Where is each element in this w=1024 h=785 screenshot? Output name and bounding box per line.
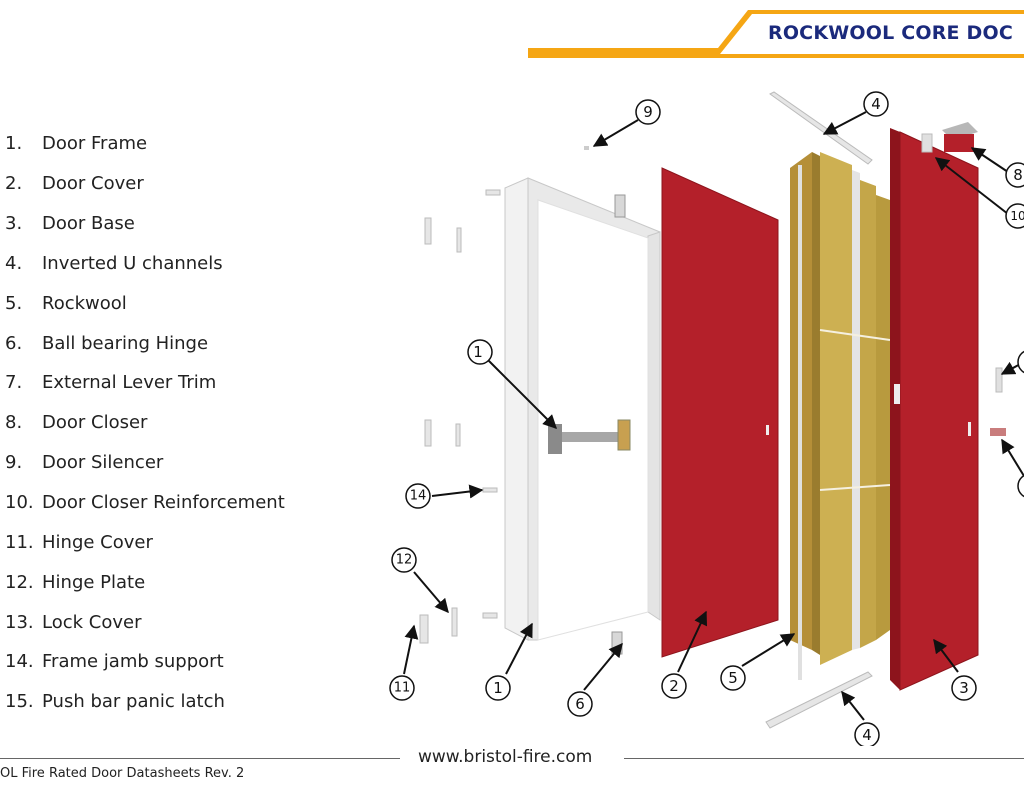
door-cover: [661, 167, 779, 658]
callout-9: [635, 99, 661, 125]
callout-2: [661, 673, 687, 699]
door-base: [890, 128, 979, 691]
footer-url[interactable]: www.bristol-fire.com: [418, 747, 593, 767]
list-item: 6.Ball bearing Hinge: [5, 332, 209, 354]
page-title: ROCKWOOL CORE DOC: [768, 22, 1014, 44]
callout-7: [1017, 350, 1024, 374]
callout-13: [1017, 474, 1024, 498]
callout-label: 2: [669, 677, 679, 695]
list-item: 10.Door Closer Reinforcement: [5, 492, 285, 514]
header-banner: [528, 10, 1024, 58]
callout-label: 10: [1010, 209, 1024, 223]
u-channel-top: [769, 91, 873, 165]
exploded-door-diagram: 9 4 8 10 1 14 12 11 1 6 2 5 3 4: [389, 91, 1024, 746]
list-item: 11.Hinge Cover: [5, 531, 153, 553]
list-item: 8.Door Closer: [5, 412, 148, 434]
footer-document-title: OL Fire Rated Door Datasheets Rev. 2: [0, 766, 245, 781]
callout-label: 1: [473, 343, 483, 361]
callout-label: 4: [871, 95, 881, 113]
callout-label: 1: [493, 679, 503, 697]
callout-1-top: [467, 339, 493, 365]
rockwool-core: [790, 152, 891, 680]
callout-label: 11: [394, 681, 411, 696]
callout-8: [1005, 162, 1024, 188]
list-item: 7.External Lever Trim: [5, 372, 217, 394]
callout-10: [1005, 203, 1024, 229]
callout-14: [405, 483, 431, 509]
list-item: 13.Lock Cover: [5, 611, 142, 633]
list-item: 14.Frame jamb support: [5, 651, 224, 673]
list-item: 2.Door Cover: [5, 173, 144, 195]
door-closer-reinforcement: [921, 133, 933, 153]
callout-6: [567, 691, 593, 717]
footer-divider-left: [0, 758, 400, 759]
callout-label: 12: [396, 553, 413, 568]
list-item: 12.Hinge Plate: [5, 571, 146, 593]
list-item: 3.Door Base: [5, 213, 135, 235]
push-bar-panic-latch: [548, 419, 631, 454]
callout-12: [391, 547, 417, 573]
callout-3: [951, 675, 977, 701]
callout-label: 6: [575, 695, 585, 713]
list-item: 4.Inverted U channels: [5, 252, 223, 274]
callout-label: 8: [1013, 166, 1023, 184]
list-item: 15.Push bar panic latch: [5, 691, 225, 713]
callout-1: [485, 675, 511, 701]
callout-label: 9: [643, 103, 653, 121]
callout-label: 3: [959, 679, 969, 697]
callout-4-top: [863, 91, 889, 117]
list-item: 9.Door Silencer: [5, 452, 164, 474]
footer-divider-right: [624, 758, 1024, 759]
door-frame: [504, 177, 661, 641]
callout-label: 4: [862, 726, 872, 744]
callout-5: [720, 665, 746, 691]
callout-11: [389, 675, 415, 701]
frame-jamb-support-parts: [419, 189, 501, 644]
list-item: 1.Door Frame: [5, 133, 148, 155]
callout-label: 14: [410, 489, 427, 504]
callout-label: 5: [728, 669, 738, 687]
callout-4-bottom: [854, 722, 880, 746]
door-closer: [942, 122, 978, 152]
list-item: 5.Rockwool: [5, 292, 127, 314]
u-channel-bottom: [765, 671, 873, 729]
parts-list: 1.Door Frame 2.Door Cover 3.Door Base 4.…: [5, 124, 285, 722]
